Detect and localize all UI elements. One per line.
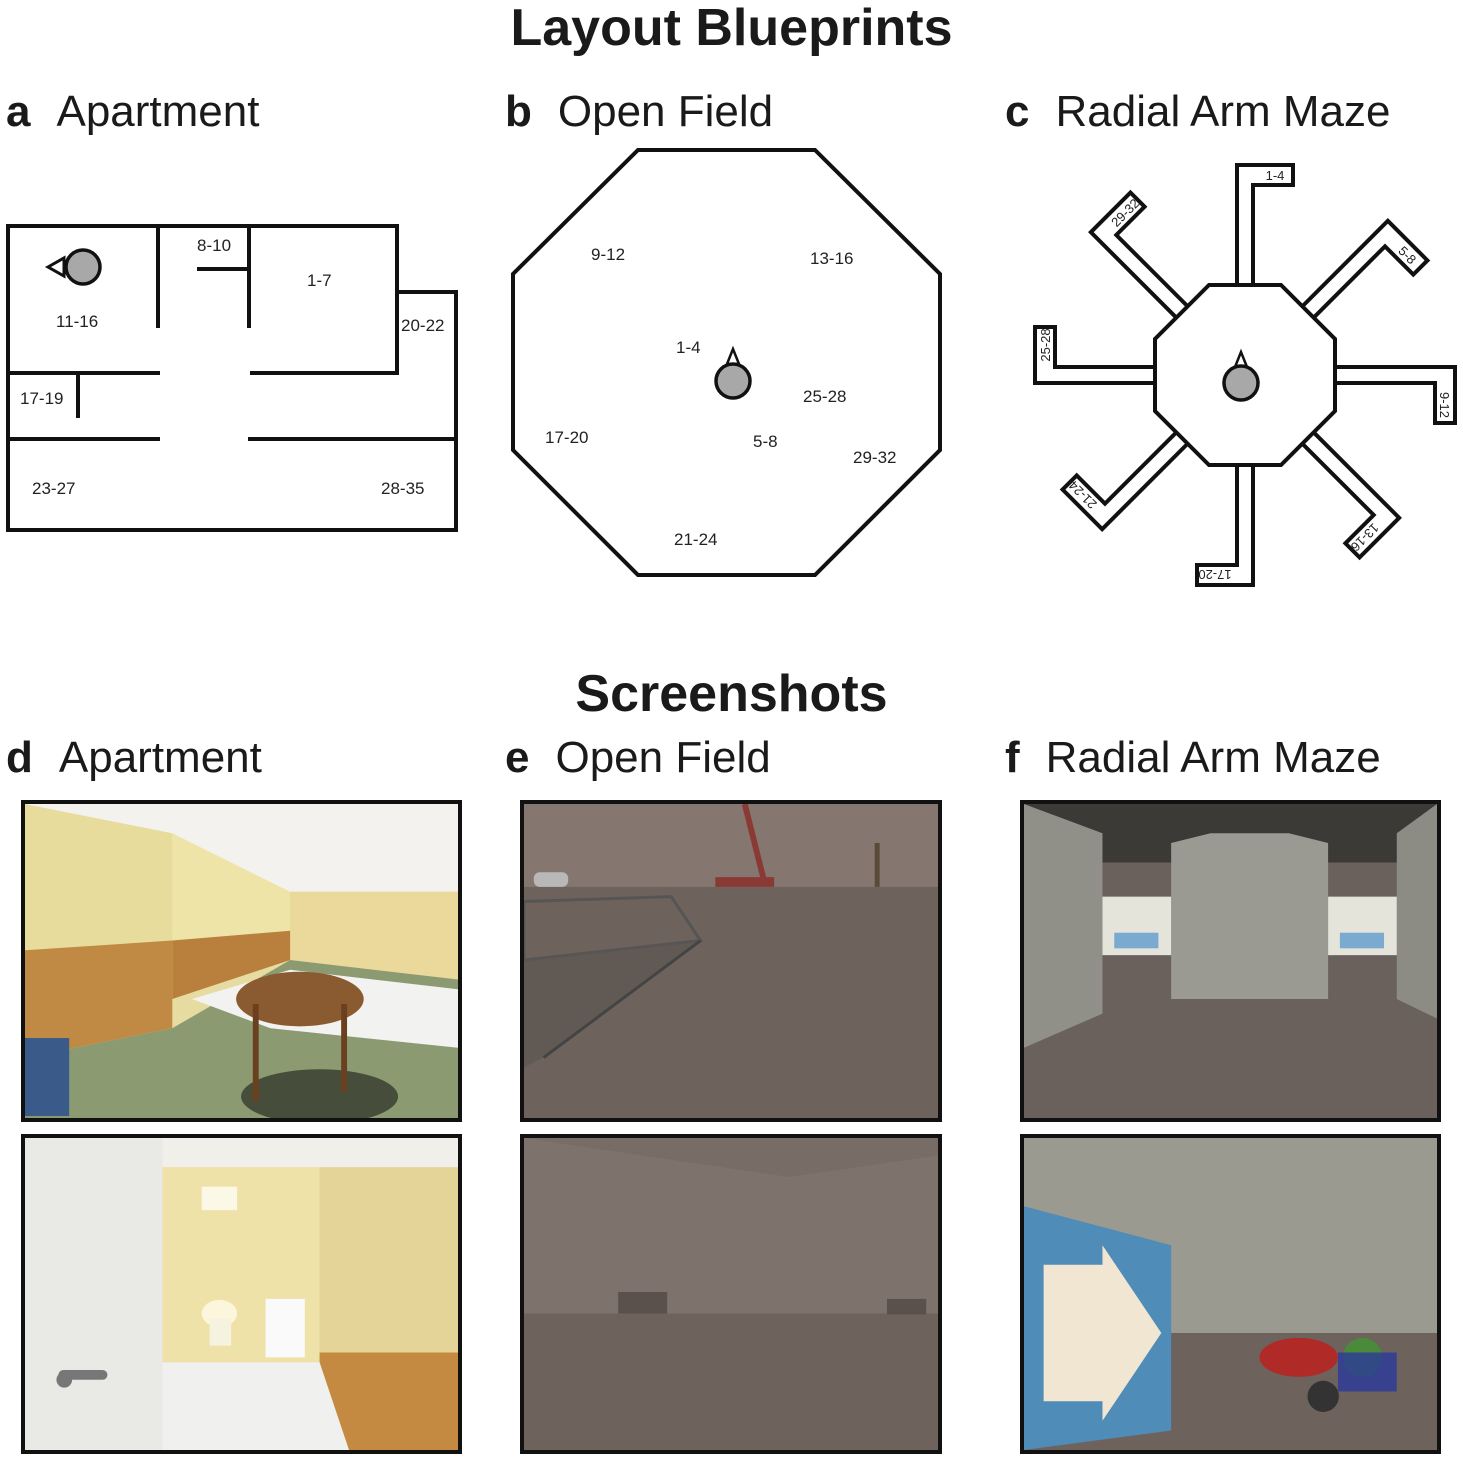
panel-letter-d: d [6, 733, 33, 782]
maze-arm-label: 25-28 [1038, 328, 1053, 361]
panel-label-b: b Open Field [505, 90, 773, 134]
openfield-zone-label: 21-24 [674, 530, 717, 549]
panel-label-c: c Radial Arm Maze [1005, 90, 1391, 134]
maze-arm-label: 9-12 [1437, 392, 1452, 418]
panel-name-d: Apartment [58, 733, 262, 782]
panel-name-f: Radial Arm Maze [1045, 733, 1381, 782]
apartment-room-label: 1-7 [307, 271, 332, 290]
panel-letter-e: e [505, 733, 530, 782]
maze-arm: 9-12 [1328, 365, 1457, 425]
panel-letter-c: c [1005, 87, 1030, 136]
panel-letter-b: b [505, 87, 532, 136]
panel-label-a: a Apartment [6, 90, 259, 134]
apartment-room-label: 11-16 [56, 312, 98, 331]
panel-label-f: f Radial Arm Maze [1005, 736, 1381, 780]
openfield-zone-label: 13-16 [810, 249, 853, 268]
maze-arm-wall [1033, 325, 1162, 385]
maze-arm-wall [1195, 458, 1255, 587]
screenshot-maze-corridor [1020, 800, 1441, 1122]
panel-letter-f: f [1005, 733, 1020, 782]
apartment-room-label: 28-35 [381, 479, 424, 498]
openfield-agent-marker [714, 345, 752, 400]
apartment-floorplan [6, 224, 458, 532]
apartment-room-label: 20-22 [401, 316, 444, 335]
openfield-zone-label: 9-12 [591, 245, 625, 264]
panel-name-a: Apartment [56, 87, 260, 136]
openfield-zone-label: 25-28 [803, 387, 846, 406]
screenshot-openfield-objects [520, 800, 942, 1122]
screenshot-maze-arm-end [1020, 1134, 1441, 1454]
panel-name-c: Radial Arm Maze [1055, 87, 1391, 136]
maze-agent-marker [1222, 348, 1260, 402]
apartment-agent-marker [44, 248, 102, 286]
panel-name-b: Open Field [557, 87, 774, 136]
openfield-zone-label: 5-8 [753, 432, 778, 451]
maze-arm-label: 1-4 [1266, 168, 1285, 183]
apartment-room-label: 23-27 [32, 479, 75, 498]
openfield-zone-label: 17-20 [545, 428, 588, 447]
maze-arm: 17-20 [1195, 458, 1255, 587]
apartment-room-label: 17-19 [20, 389, 63, 408]
maze-arm-label: 17-20 [1198, 567, 1231, 582]
openfield-boundary [511, 148, 942, 577]
section-title-screenshots: Screenshots [575, 665, 888, 723]
openfield-zone-label: 1-4 [676, 338, 701, 357]
blueprints-canvas: 11-16 8-10 1-7 20-22 17-19 23-27 28-35 9… [6, 148, 1457, 587]
panel-name-e: Open Field [555, 733, 771, 782]
screenshot-openfield-wall [520, 1134, 942, 1454]
panel-label-d: d Apartment [6, 736, 262, 780]
apartment-room-label: 8-10 [197, 236, 231, 255]
panel-letter-a: a [6, 87, 31, 136]
apartment-outer-wall [6, 224, 458, 532]
screenshot-apartment-living-room [21, 800, 462, 1122]
maze-arm: 25-28 [1033, 325, 1162, 385]
maze-arm-wall [1328, 365, 1457, 425]
section-title-blueprints: Layout Blueprints [510, 0, 953, 57]
screenshot-apartment-bathroom [21, 1134, 462, 1454]
panel-label-e: e Open Field [505, 736, 771, 780]
maze-arm: 1-4 [1235, 163, 1295, 292]
openfield-zone-label: 29-32 [853, 448, 896, 467]
maze-arm-wall [1235, 163, 1295, 292]
